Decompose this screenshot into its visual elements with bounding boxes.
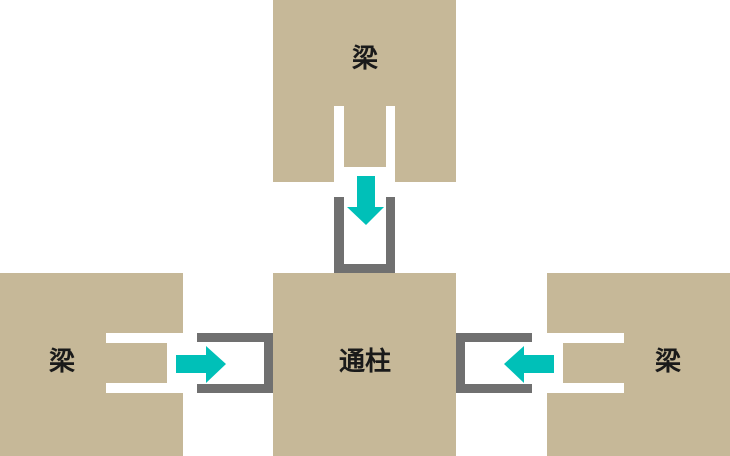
tenon-right — [563, 343, 624, 383]
beam-top-label: 梁 — [351, 44, 378, 74]
bracket-left — [197, 333, 273, 393]
bracket-right — [456, 333, 532, 393]
arrow-left-icon — [504, 346, 554, 383]
bracket-top — [334, 197, 395, 273]
post-label: 通柱 — [339, 347, 391, 377]
beam-top — [273, 0, 456, 182]
beam-right — [547, 273, 730, 456]
beam-left-label: 梁 — [48, 347, 75, 377]
arrow-down-icon — [347, 176, 384, 225]
beam-left — [0, 273, 183, 456]
tenon-left — [106, 343, 167, 383]
tenon-top — [344, 106, 386, 167]
beam-right-label: 梁 — [654, 347, 681, 377]
post — [273, 273, 456, 456]
arrow-right-icon — [176, 346, 226, 383]
